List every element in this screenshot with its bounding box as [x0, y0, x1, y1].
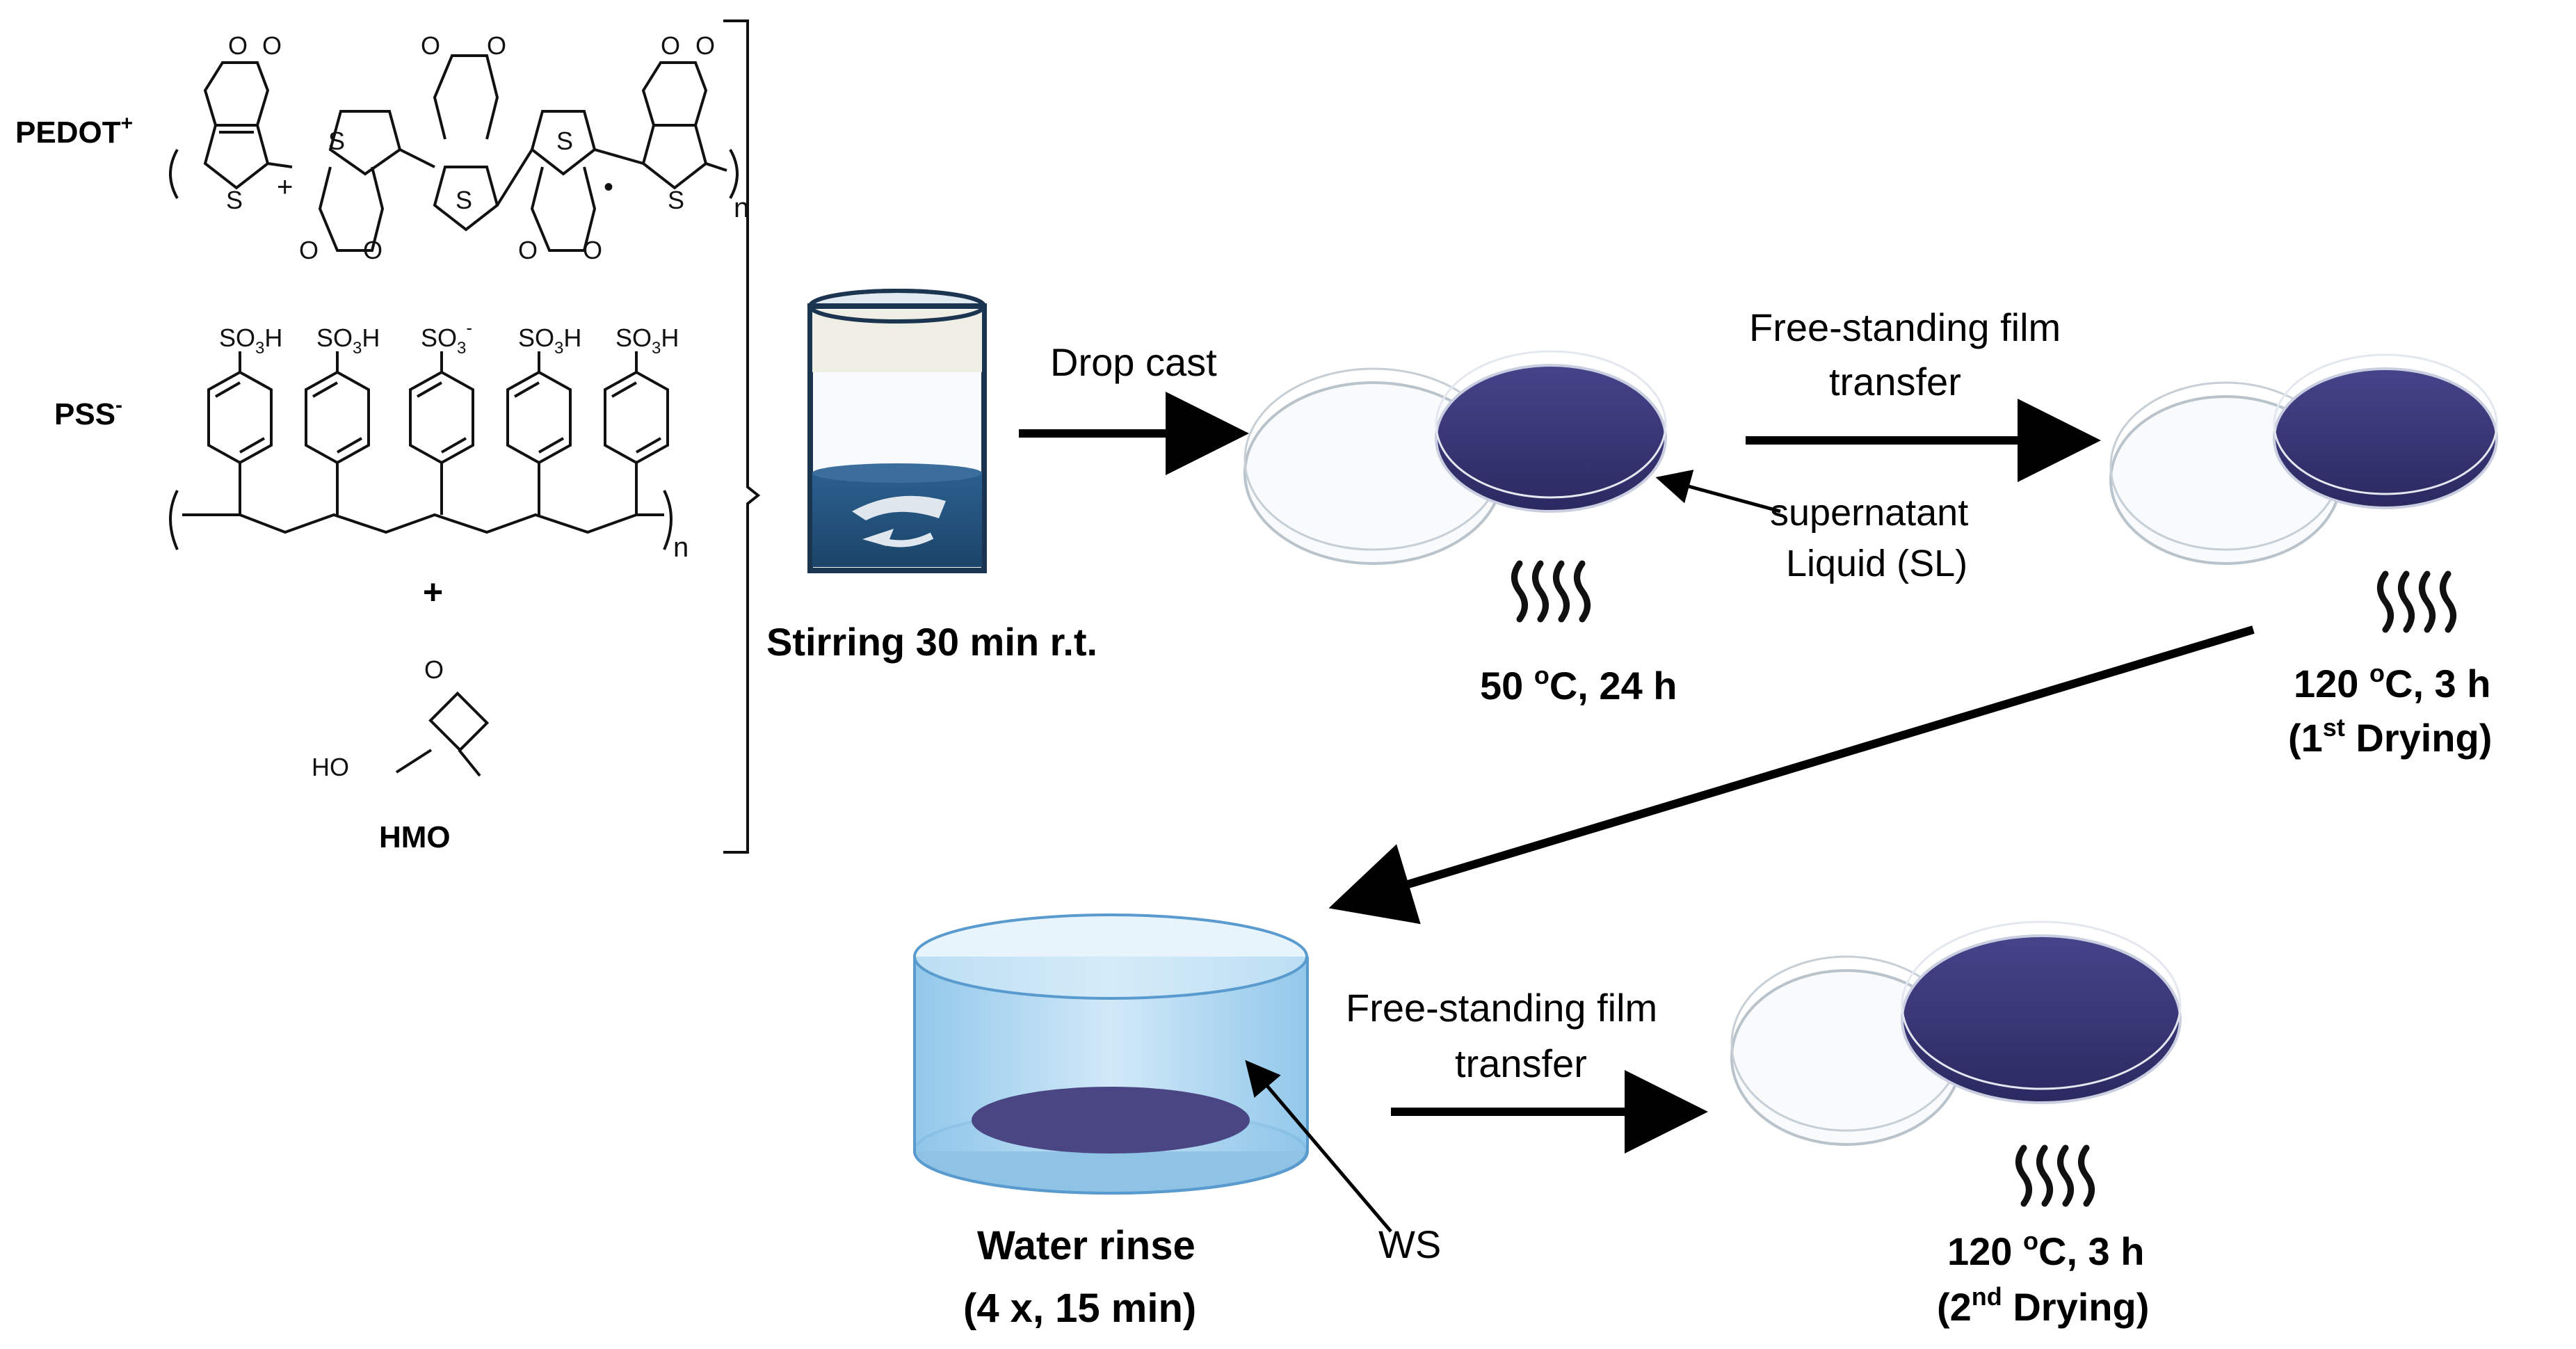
first-drying-conditions: 120 oC, 3 h	[2294, 659, 2490, 705]
atom-o: O	[228, 31, 248, 60]
atom-o: O	[518, 236, 538, 264]
pedot-structure	[169, 54, 739, 252]
cation-plus-symbol: +	[277, 172, 293, 202]
stirring-label: Stirring 30 min r.t.	[766, 620, 1097, 664]
heat-waves-icon	[2015, 1144, 2095, 1207]
so3h-group: SO3H	[219, 324, 282, 358]
so3-minus-group: SO3-	[421, 317, 472, 358]
ws-label: WS	[1378, 1222, 1441, 1266]
transfer-2-line1: Free-standing film	[1346, 986, 1657, 1030]
pss-structure	[169, 350, 673, 550]
second-drying-label: (2nd Drying)	[1937, 1282, 2149, 1329]
so3h-group: SO3H	[316, 324, 380, 358]
petri-dish-cast	[1243, 350, 1667, 565]
atom-s: S	[556, 127, 573, 155]
supernatant-pointer-arrow	[1655, 470, 1781, 513]
so3h-group: SO3H	[615, 324, 679, 358]
petri-dish-first-drying	[2109, 353, 2498, 565]
ws-pointer-arrow	[1245, 1060, 1392, 1233]
atom-o: O	[695, 31, 715, 60]
atom-o: O	[299, 236, 319, 264]
water-rinse-line1: Water rinse	[977, 1223, 1196, 1268]
atom-o: O	[487, 31, 506, 60]
repeat-n: n	[734, 193, 749, 223]
atom-o: O	[661, 31, 680, 60]
atom-s: S	[328, 127, 345, 155]
reagent-bracket	[723, 19, 761, 854]
pss-label: PSS-	[54, 394, 122, 431]
heat-waves-icon	[2377, 570, 2456, 633]
atom-s: S	[226, 186, 243, 214]
ho-group: HO	[312, 753, 349, 781]
transfer-2-line2: transfer	[1455, 1041, 1587, 1085]
transfer-1-line2: transfer	[1829, 360, 1961, 404]
so3h-group: SO3H	[518, 324, 581, 358]
stirring-vial	[807, 289, 987, 573]
hmo-label: HMO	[379, 820, 451, 854]
water-rinse-beaker	[913, 913, 1309, 1195]
plus-sign: +	[423, 573, 443, 612]
first-drying-label: (1st Drying)	[2288, 713, 2492, 760]
atom-o: O	[262, 31, 282, 60]
transfer-1-line1: Free-standing film	[1749, 305, 2061, 349]
atom-o: O	[363, 236, 383, 264]
drop-cast-label: Drop cast	[1050, 340, 1217, 384]
second-drying-conditions: 120 oC, 3 h	[1947, 1227, 2144, 1273]
atom-s: S	[456, 186, 472, 214]
cast-conditions-label: 50 oC, 24 h	[1480, 661, 1677, 708]
return-arrow	[1328, 625, 2255, 925]
pedot-label: PEDOT+	[15, 112, 133, 150]
supernatant-label-line1: supernatant	[1770, 492, 1968, 534]
pss-groups: SO3H SO3H SO3- SO3H SO3H n	[219, 317, 689, 563]
atom-s: S	[668, 186, 684, 214]
atom-o: O	[424, 655, 444, 684]
heat-waves-icon	[1511, 560, 1591, 623]
pedot-atoms: O O S S O O O O S S O O O O S + • n	[226, 31, 749, 264]
atom-o: O	[583, 236, 602, 264]
atom-o: O	[421, 31, 440, 60]
repeat-n: n	[673, 532, 689, 563]
supernatant-label-line2: Liquid (SL)	[1786, 543, 1967, 584]
radical-dot: •	[604, 172, 613, 202]
water-rinse-line2: (4 x, 15 min)	[963, 1286, 1196, 1331]
hmo-structure	[395, 691, 490, 777]
petri-dish-second-drying	[1730, 920, 2182, 1146]
hmo-atoms: O HO	[312, 655, 444, 781]
